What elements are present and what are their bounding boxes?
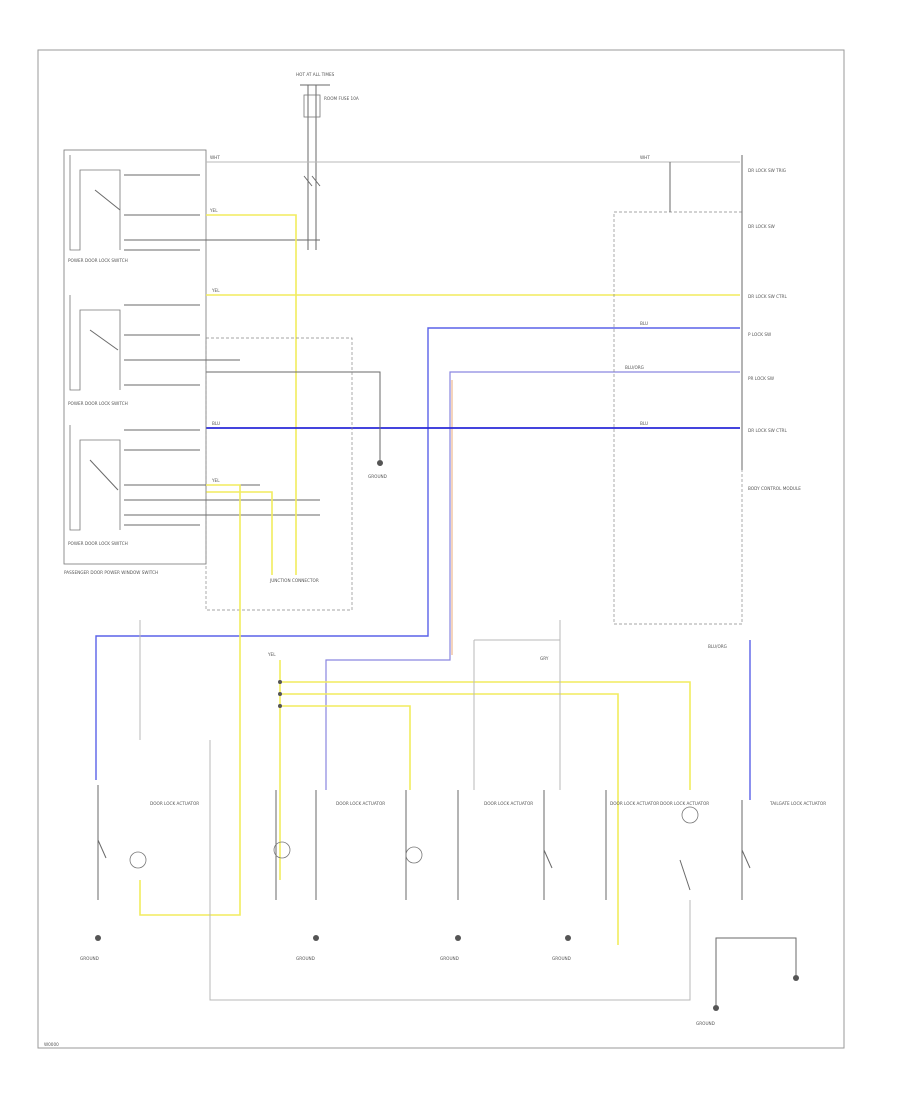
svg-text:DOOR LOCK ACTUATOR: DOOR LOCK ACTUATOR — [660, 801, 709, 806]
diagram-border — [37, 49, 845, 1049]
lower-component-6: TAILGATE LOCK ACTUATOR — [741, 800, 826, 900]
top-fuse-sub: ROOM FUSE 10A — [324, 96, 359, 101]
svg-text:DOOR LOCK ACTUATOR: DOOR LOCK ACTUATOR — [336, 801, 385, 806]
lower-ground-3: GROUND — [440, 935, 461, 961]
top-fuse-label: HOT AT ALL TIMES — [296, 72, 335, 77]
right-pin-4: P LOCK SW — [748, 332, 771, 337]
wire-code-wht-1: WHT — [210, 155, 220, 160]
right-pin-5: PR LOCK SW — [748, 376, 774, 381]
svg-text:GROUND: GROUND — [296, 956, 315, 961]
wire-code-blu-3: BLU — [640, 421, 648, 426]
wire-code-blu-org-1: BLU/ORG — [625, 365, 644, 370]
wire-code-blu-1: BLU — [640, 321, 648, 326]
wire-code-yel-1: YEL — [209, 208, 218, 213]
wire-code-blu-2: BLU — [212, 421, 220, 426]
left-group-label: PASSENGER DOOR POWER WINDOW SWITCH — [64, 570, 158, 575]
right-pin-3: DR LOCK SW CTRL — [748, 294, 787, 299]
svg-text:GROUND: GROUND — [696, 1021, 715, 1026]
ground-center-label: GROUND — [368, 474, 387, 479]
lower-component-2: DOOR LOCK ACTUATOR — [273, 790, 385, 900]
top-fuse: HOT AT ALL TIMES ROOM FUSE 10A — [296, 72, 359, 250]
lower-ground-2: GROUND — [296, 935, 319, 961]
left-switch-group: POWER DOOR LOCK SWITCH POWER DOOR LOCK S… — [63, 149, 320, 575]
lower-ground-1: GROUND — [80, 935, 101, 961]
wire-code-yel-3: YEL — [211, 478, 220, 483]
door-lock-switch-2: POWER DOOR LOCK SWITCH — [68, 295, 240, 406]
svg-text:DOOR LOCK ACTUATOR: DOOR LOCK ACTUATOR — [610, 801, 659, 806]
lower-wiring: YEL BLU/ORG GRY — [139, 575, 751, 1001]
right-connector-label: BODY CONTROL MODULE — [748, 486, 801, 491]
svg-text:PR LOCK SW: PR LOCK SW — [748, 376, 774, 381]
lower-ground-5: GROUND — [696, 937, 799, 1026]
lower-component-4: DOOR LOCK ACTUATOR — [543, 790, 659, 900]
wire-code-yel-2: YEL — [211, 288, 220, 293]
wire-code-blu-org-2: BLU/ORG — [708, 644, 727, 649]
junction-label: JUNCTION CONNECTOR — [269, 578, 319, 583]
door-lock-switch-3: POWER DOOR LOCK SWITCH — [68, 425, 320, 546]
upper-wiring: WHT WHT YEL YEL BLU BLU/ORG BLU BLU GROU… — [95, 155, 740, 790]
footer-code: W0000 — [44, 1042, 59, 1047]
svg-text:GROUND: GROUND — [80, 956, 99, 961]
svg-text:GROUND: GROUND — [440, 956, 459, 961]
door-lock-switch-1: POWER DOOR LOCK SWITCH — [68, 155, 320, 263]
lower-component-3: DOOR LOCK ACTUATOR — [405, 790, 533, 900]
wire-code-gry-1: GRY — [540, 656, 549, 661]
svg-text:GROUND: GROUND — [552, 956, 571, 961]
switch-2-label: POWER DOOR LOCK SWITCH — [68, 401, 128, 406]
svg-text:TAILGATE LOCK ACTUATOR: TAILGATE LOCK ACTUATOR — [769, 801, 826, 806]
wire-code-yel-4: YEL — [267, 652, 276, 657]
switch-3-label: POWER DOOR LOCK SWITCH — [68, 541, 128, 546]
lower-component-1: DOOR LOCK ACTUATOR — [97, 785, 199, 900]
lower-ground-4: GROUND — [552, 935, 571, 961]
svg-text:DR LOCK SW TRIG: DR LOCK SW TRIG — [748, 168, 786, 173]
svg-text:P LOCK SW: P LOCK SW — [748, 332, 771, 337]
lower-component-5: DOOR LOCK ACTUATOR — [660, 801, 709, 891]
right-connector: DR LOCK SW TRIG DR LOCK SW DR LOCK SW CT… — [613, 155, 801, 625]
svg-text:DR LOCK SW CTRL: DR LOCK SW CTRL — [748, 294, 787, 299]
svg-text:DR LOCK SW: DR LOCK SW — [748, 224, 775, 229]
svg-text:DOOR LOCK ACTUATOR: DOOR LOCK ACTUATOR — [150, 801, 199, 806]
switch-1-label: POWER DOOR LOCK SWITCH — [68, 258, 128, 263]
right-pin-1: DR LOCK SW TRIG — [748, 168, 786, 173]
right-pin-2: DR LOCK SW — [748, 224, 775, 229]
svg-text:DOOR LOCK ACTUATOR: DOOR LOCK ACTUATOR — [484, 801, 533, 806]
wire-code-wht-2: WHT — [640, 155, 650, 160]
svg-text:DR LOCK SW CTRL: DR LOCK SW CTRL — [748, 428, 787, 433]
right-pin-6: DR LOCK SW CTRL — [748, 428, 787, 433]
